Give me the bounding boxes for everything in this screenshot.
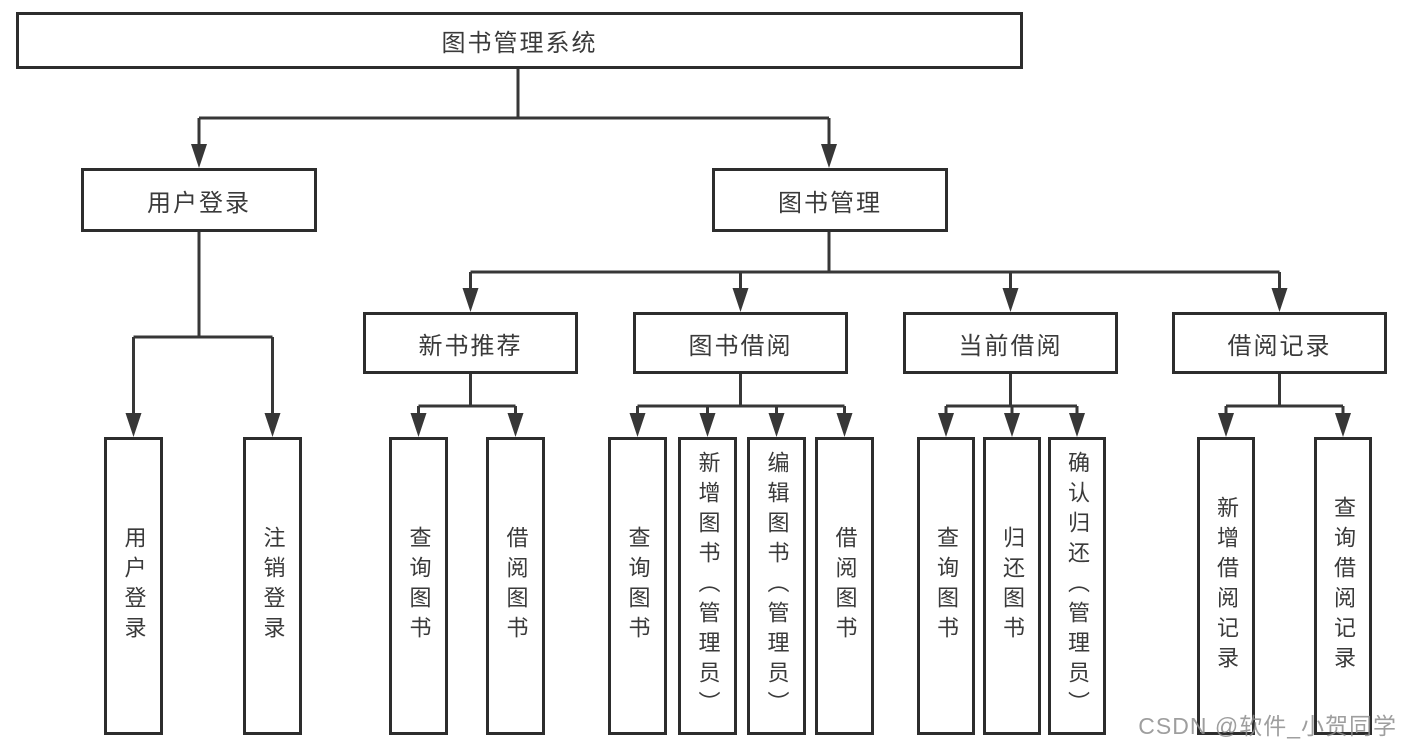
- leaf-return-books-label: 归还图书: [1000, 526, 1025, 646]
- leaf-user-login: 用户登录: [104, 437, 163, 735]
- leaf-add-borrow-record-label: 新增借阅记录: [1214, 496, 1239, 676]
- leaf-confirm-return-admin-label: 确认归还（管理员）: [1065, 451, 1090, 721]
- leaf-search-books-borrow-label: 查询图书: [625, 526, 651, 646]
- leaf-search-books-current: 查询图书: [917, 437, 975, 735]
- leaf-search-books-borrow: 查询图书: [608, 437, 667, 735]
- node-user-login: 用户登录: [81, 168, 317, 232]
- leaf-confirm-return-admin: 确认归还（管理员）: [1048, 437, 1106, 735]
- leaf-user-login-label: 用户登录: [121, 526, 147, 646]
- node-library-management-system: 图书管理系统: [16, 12, 1023, 69]
- leaf-add-book-admin: 新增图书（管理员）: [678, 437, 737, 735]
- leaf-logout-label: 注销登录: [260, 526, 286, 646]
- leaf-borrow-books-recommend-label: 借阅图书: [503, 526, 529, 646]
- leaf-search-books-current-label: 查询图书: [934, 526, 959, 646]
- leaf-return-books: 归还图书: [983, 437, 1041, 735]
- leaf-add-book-admin-label: 新增图书（管理员）: [695, 451, 721, 721]
- node-borrowing-records: 借阅记录: [1172, 312, 1387, 374]
- connector-paths: [132, 69, 1345, 415]
- leaf-edit-book-admin: 编辑图书（管理员）: [747, 437, 806, 735]
- leaf-add-borrow-record: 新增借阅记录: [1197, 437, 1255, 735]
- node-new-book-recommendation: 新书推荐: [363, 312, 578, 374]
- leaf-edit-book-admin-label: 编辑图书（管理员）: [764, 451, 790, 721]
- leaf-borrow-books-label: 借阅图书: [832, 526, 858, 646]
- leaf-logout: 注销登录: [243, 437, 302, 735]
- leaf-search-borrow-record-label: 查询借阅记录: [1331, 496, 1356, 676]
- node-book-management: 图书管理: [712, 168, 948, 232]
- leaf-search-books-recommend-label: 查询图书: [406, 526, 432, 646]
- leaf-search-borrow-record: 查询借阅记录: [1314, 437, 1372, 735]
- leaf-borrow-books: 借阅图书: [815, 437, 874, 735]
- watermark: CSDN @软件_小贺同学: [1138, 713, 1397, 739]
- arrowheads: [125, 144, 1351, 437]
- node-current-borrowing: 当前借阅: [903, 312, 1118, 374]
- leaf-search-books-recommend: 查询图书: [389, 437, 448, 735]
- node-book-borrowing: 图书借阅: [633, 312, 848, 374]
- leaf-borrow-books-recommend: 借阅图书: [486, 437, 545, 735]
